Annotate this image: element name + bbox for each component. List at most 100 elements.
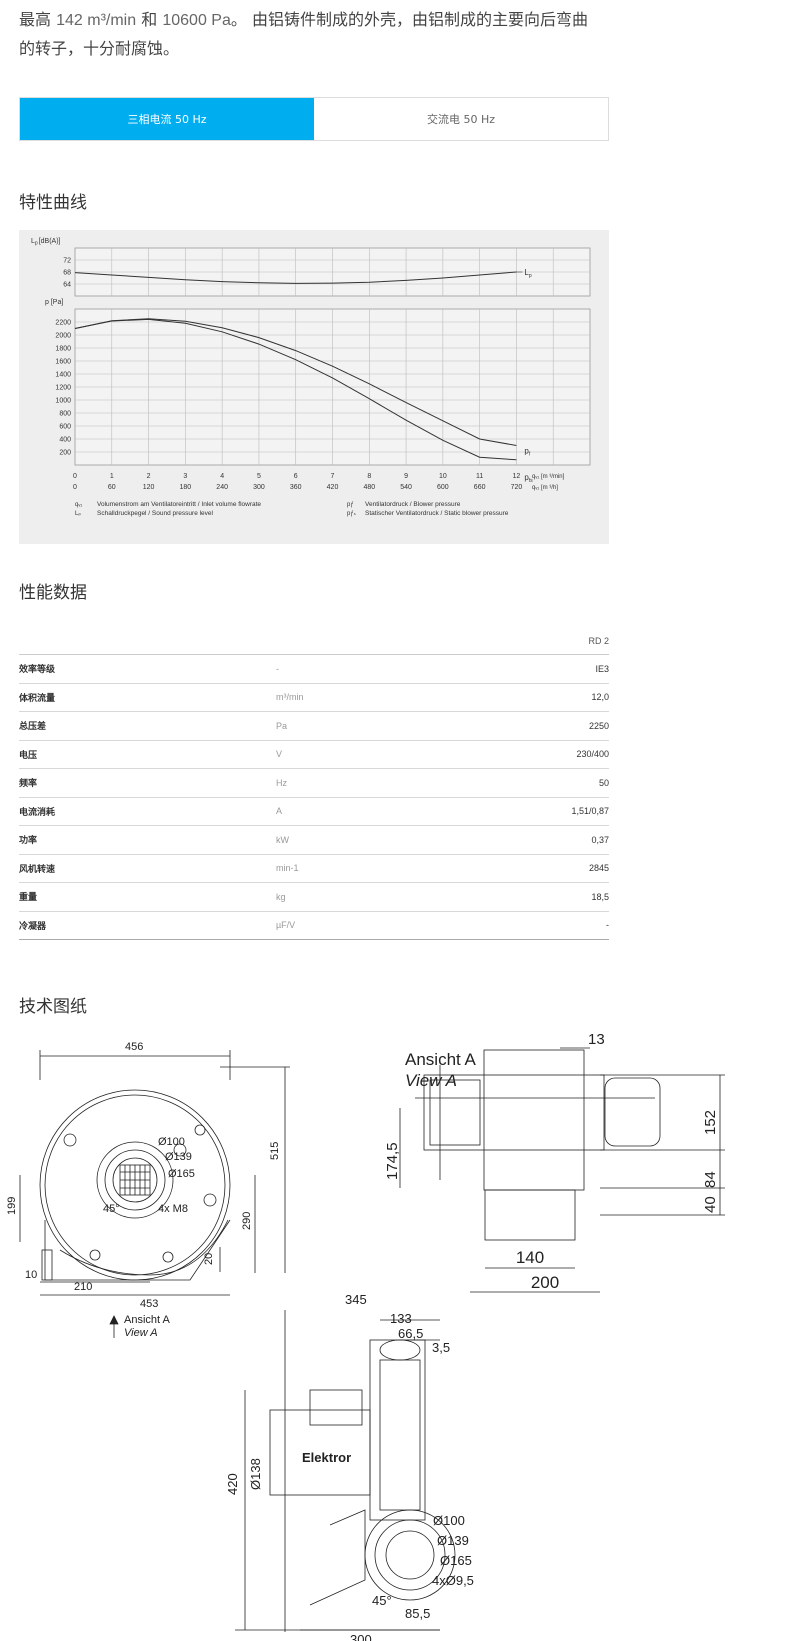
perf-section-title: 性能数据 bbox=[19, 583, 87, 603]
series-label-lp: Lp bbox=[524, 268, 531, 279]
curve-section-title: 特性曲线 bbox=[19, 193, 87, 213]
series-label-pf-sub: f bbox=[529, 452, 531, 458]
perf-param-unit: min-1 bbox=[276, 863, 299, 874]
legend-symbol: Lₚ bbox=[75, 511, 81, 517]
x-tick-label: 1 bbox=[110, 473, 114, 480]
x-tick-label: 6 bbox=[294, 473, 298, 480]
dim-20: 20 bbox=[203, 1253, 215, 1265]
x-axis-label-min: qᵥ₁ [m ³/min] bbox=[532, 474, 565, 480]
dim-66-5: 66,5 bbox=[398, 1326, 423, 1341]
intro-flow-value: 142 m³/min bbox=[56, 12, 137, 29]
y-tick-label: 68 bbox=[63, 270, 71, 277]
dim-bottom-d139: Ø139 bbox=[437, 1533, 469, 1548]
perf-param-name: 风机转速 bbox=[19, 864, 56, 875]
y-tick-label: 800 bbox=[59, 411, 71, 418]
x-tick-label: 5 bbox=[257, 473, 261, 480]
series-line-lp bbox=[74, 271, 517, 284]
arrow-up-icon bbox=[109, 1315, 119, 1338]
front-view bbox=[19, 1050, 290, 1296]
y-tick-label: 1200 bbox=[55, 385, 71, 392]
perf-param-unit: A bbox=[276, 806, 283, 817]
dim-420: 420 bbox=[225, 1473, 240, 1495]
dim-290: 290 bbox=[241, 1212, 253, 1230]
series-label-lp-sub: p bbox=[529, 273, 532, 279]
y-tick-label: 72 bbox=[63, 258, 71, 265]
tab-three-phase[interactable]: 三相电流 50 Hz bbox=[20, 98, 314, 140]
legend-symbol: pƒₛ bbox=[347, 511, 356, 517]
series-label-pfs-main: p bbox=[524, 473, 529, 482]
x-tick-label: 0 bbox=[73, 484, 77, 491]
perf-param-name: 效率等级 bbox=[19, 665, 56, 676]
perf-param-value: 2845 bbox=[588, 863, 609, 874]
series-label-pf: pf bbox=[524, 447, 530, 458]
perf-param-value: - bbox=[606, 920, 609, 931]
dim-345: 345 bbox=[345, 1292, 367, 1307]
perf-param-name: 电流消耗 bbox=[19, 807, 56, 818]
series-label-lp-main: L bbox=[524, 268, 529, 277]
table-row: 总压差 Pa 2250 bbox=[19, 712, 609, 741]
x-tick-label: 60 bbox=[108, 484, 116, 491]
dim-152: 152 bbox=[702, 1110, 719, 1135]
ansicht-a-label: Ansicht A bbox=[124, 1314, 171, 1326]
y-tick-label: 1400 bbox=[55, 372, 71, 379]
perf-param-unit: Pa bbox=[276, 720, 288, 731]
perf-column-header: RD 2 bbox=[19, 626, 609, 655]
dim-453: 453 bbox=[140, 1298, 158, 1310]
perf-param-value: 0,37 bbox=[591, 834, 609, 845]
legend-text: Volumenstrom am Ventilatoreintritt / Inl… bbox=[97, 501, 261, 508]
view-a-label: View A bbox=[124, 1327, 158, 1339]
y-tick-label: 2000 bbox=[55, 333, 71, 340]
legend-symbol: qᵥ₁ bbox=[75, 502, 82, 508]
y-tick-label: 400 bbox=[59, 437, 71, 444]
y-tick-label: 1800 bbox=[55, 346, 71, 353]
x-tick-label: 9 bbox=[404, 473, 408, 480]
dim-515: 515 bbox=[269, 1142, 281, 1160]
perf-param-name: 电压 bbox=[19, 750, 38, 761]
table-row: 风机转速 min-1 2845 bbox=[19, 855, 609, 883]
x-tick-label: 540 bbox=[400, 484, 412, 491]
x-tick-label: 480 bbox=[363, 484, 375, 491]
perf-param-unit: m³/min bbox=[276, 692, 304, 703]
dim-210: 210 bbox=[74, 1281, 92, 1293]
series-line-pfs bbox=[74, 318, 517, 461]
perf-param-name: 体积流量 bbox=[19, 693, 56, 704]
dim-200: 200 bbox=[531, 1273, 559, 1292]
y-tick-label: 1000 bbox=[55, 398, 71, 405]
elektror-label: Elektror bbox=[302, 1450, 351, 1465]
dim-174-5: 174,5 bbox=[384, 1142, 401, 1180]
perf-param-value: 2250 bbox=[588, 720, 609, 731]
x-tick-label: 10 bbox=[439, 473, 447, 480]
dim-m8: 4x M8 bbox=[158, 1203, 188, 1215]
dim-bottom-d100: Ø100 bbox=[433, 1513, 465, 1528]
y-tick-label: 600 bbox=[59, 424, 71, 431]
legend-text: Statischer Ventilatordruck / Static blow… bbox=[365, 510, 509, 517]
series-label-pfs-sub: fs bbox=[529, 478, 533, 484]
top-y-axis-label-unit: [dB(A)] bbox=[39, 238, 61, 245]
intro-text: 最高 142 m³/min 和 10600 Pa。 由铝铸件制成的外壳，由铝制成… bbox=[19, 6, 609, 63]
dim-bottom-d165: Ø165 bbox=[440, 1553, 472, 1568]
tab-ac[interactable]: 交流电 50 Hz bbox=[426, 113, 496, 126]
power-supply-tabs: 三相电流 50 Hz 交流电 50 Hz bbox=[19, 97, 609, 141]
perf-param-name: 总压差 bbox=[19, 722, 47, 733]
perf-param-value: 50 bbox=[598, 777, 609, 788]
x-tick-label: 660 bbox=[474, 484, 486, 491]
dim-3-5: 3,5 bbox=[432, 1340, 450, 1355]
chart-svg: 726864Lp[dB(A)]2200200018001600140012001… bbox=[31, 238, 591, 517]
perf-param-unit: kg bbox=[276, 891, 286, 902]
x-tick-label: 2 bbox=[147, 473, 151, 480]
x-tick-label: 4 bbox=[220, 473, 224, 480]
perf-param-unit: kW bbox=[276, 834, 289, 845]
perf-param-value: 230/400 bbox=[576, 749, 609, 760]
dim-10: 10 bbox=[25, 1269, 37, 1281]
y-tick-label: 200 bbox=[59, 450, 71, 457]
dim-d138: Ø138 bbox=[248, 1458, 263, 1490]
dim-140: 140 bbox=[516, 1248, 544, 1267]
perf-param-name: 冷凝器 bbox=[19, 921, 47, 932]
intro-text-part: 最高 bbox=[19, 10, 52, 29]
legend-symbol: pƒ bbox=[347, 502, 354, 508]
